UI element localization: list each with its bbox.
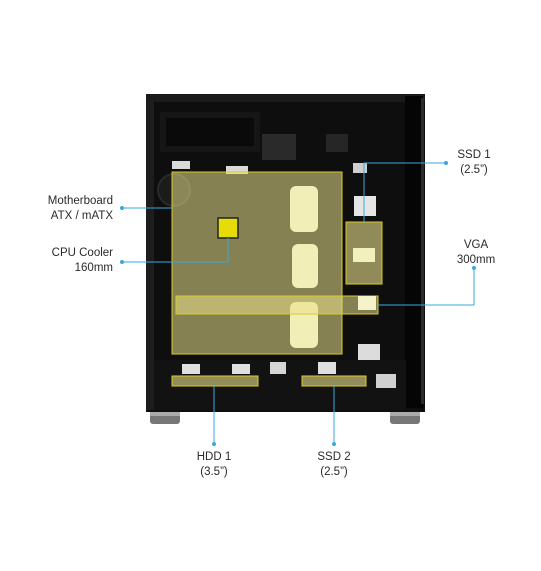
motherboard-label-line2: ATX / mATX [50,210,113,222]
motherboard-area [171,171,343,355]
hdd1-label-line1: HDD 1 [196,451,232,463]
hdd1-label: HDD 1 (3.5”) [188,450,240,480]
ssd1-bay [345,221,383,285]
vga-label: VGA 300mm [450,238,502,268]
cpu-cooler-callout-line [122,238,229,263]
cpu-cooler-marker [217,217,239,239]
vga-callout-line [378,268,475,306]
ssd1-label: SSD 1 (2.5”) [448,148,500,178]
motherboard-label: Motherboard ATX / mATX [20,194,113,224]
motherboard-label-line1: Motherboard [47,195,113,207]
hdd1-bay [171,375,259,387]
hdd1-label-line2: (3.5”) [200,466,228,478]
cpu-cooler-label: CPU Cooler 160mm [20,246,113,276]
vga-area [175,295,379,315]
vga-label-line1: VGA [463,239,489,251]
cpu-cooler-label-line2: 160mm [74,262,113,274]
ssd2-label-line2: (2.5”) [320,466,348,478]
callout-dots [120,161,476,446]
ssd1-callout-line [363,162,446,222]
ssd1-label-line2: (2.5”) [460,164,488,176]
ssd2-label: SSD 2 (2.5”) [308,450,360,480]
callout-lines [122,162,475,444]
ssd2-label-line1: SSD 2 [317,451,351,463]
ssd2-bay [301,375,367,387]
vga-label-line2: 300mm [456,254,496,266]
ssd1-label-line1: SSD 1 [457,149,491,161]
cpu-cooler-label-line1: CPU Cooler [51,247,113,259]
